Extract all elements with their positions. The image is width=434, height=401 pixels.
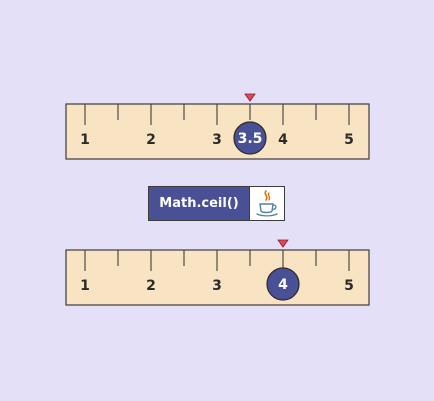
method-badge: Math.ceil() <box>148 186 285 221</box>
tick-label: 3 <box>212 278 222 294</box>
java-icon <box>250 187 284 220</box>
method-label: Math.ceil() <box>149 187 250 220</box>
tick-label: 1 <box>80 278 90 294</box>
tick-label: 2 <box>146 278 156 294</box>
tick-label: 2 <box>146 132 156 148</box>
tick-label: 3 <box>212 132 222 148</box>
value-pointer-icon <box>244 93 256 102</box>
tick-label: 5 <box>344 132 354 148</box>
tick-label: 4 <box>278 132 288 148</box>
marker-label: 4 <box>278 277 288 293</box>
ruler-after: 123454 <box>65 239 370 306</box>
value-pointer-icon <box>277 239 289 248</box>
value-marker <box>233 121 267 155</box>
tick-label: 1 <box>80 132 90 148</box>
ruler-before: 1 2 3 4 5 3.5 <box>65 93 370 160</box>
value-marker <box>266 267 300 301</box>
marker-label: 3.5 <box>238 131 263 147</box>
tick-label: 5 <box>344 278 354 294</box>
